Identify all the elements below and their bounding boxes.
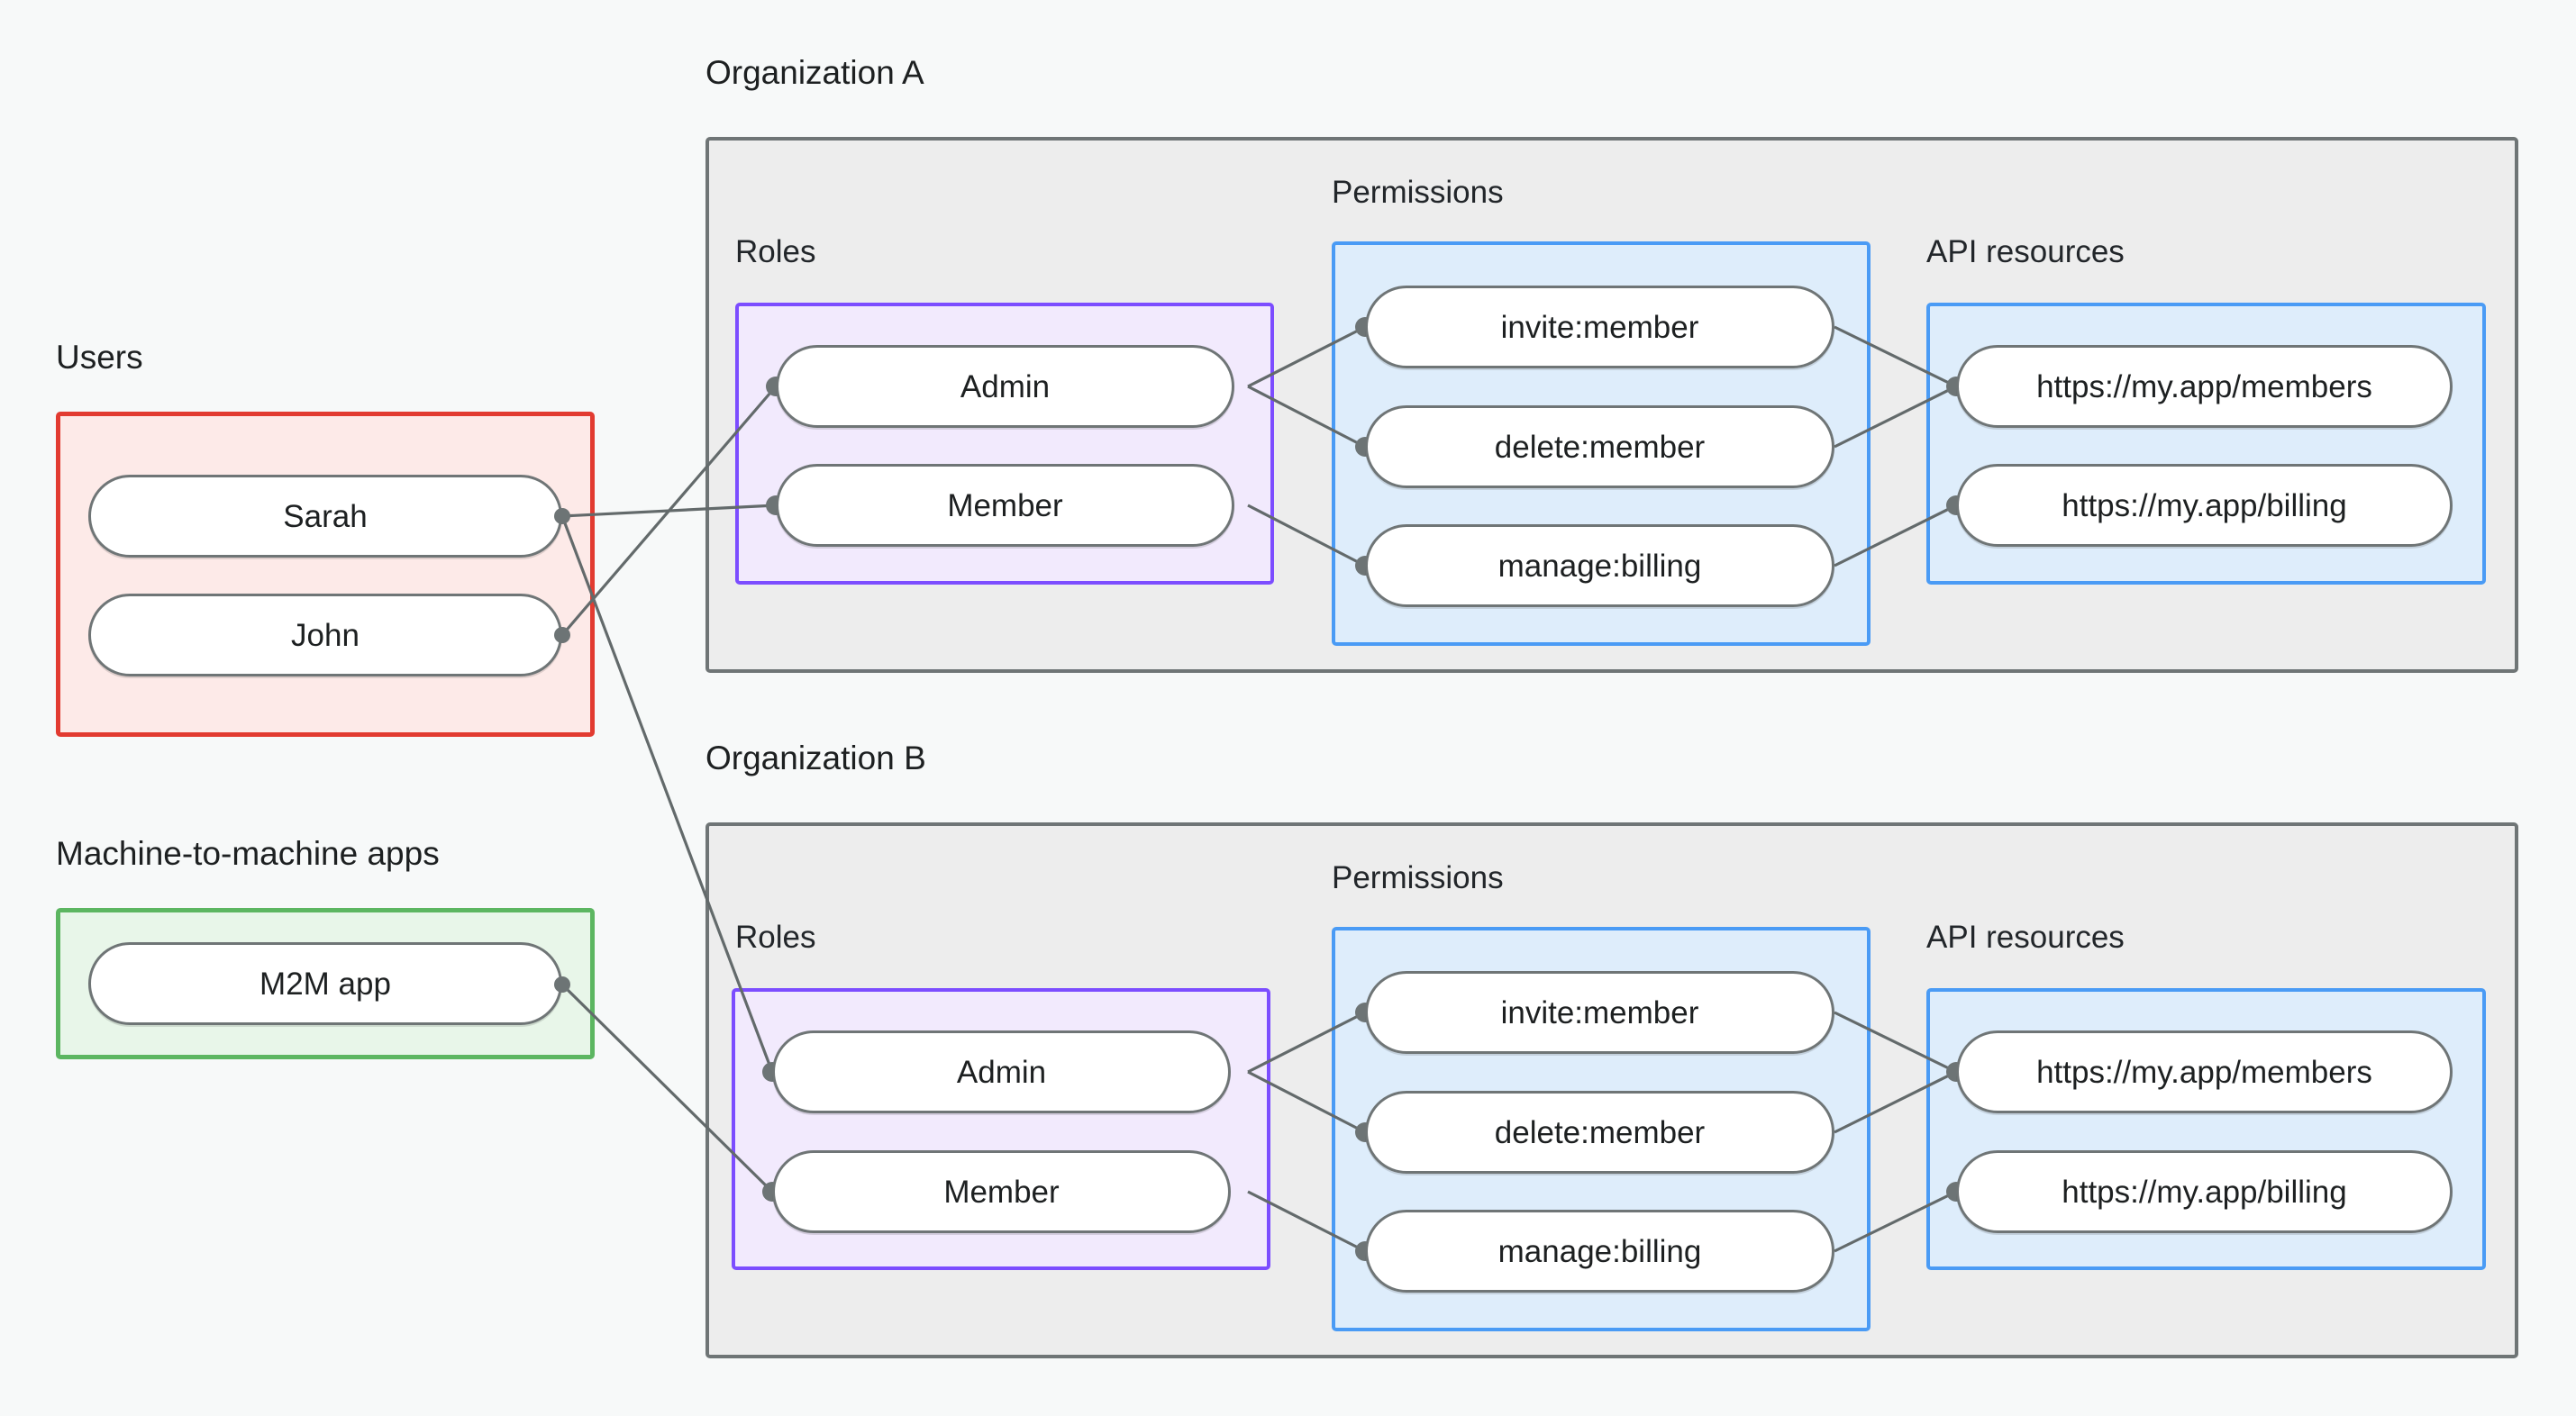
orgB-role-admin-label: Admin xyxy=(956,1054,1047,1090)
users-title: Users xyxy=(56,339,143,376)
orgA-role-admin[interactable]: Admin xyxy=(776,345,1234,428)
users-container xyxy=(56,412,595,737)
orgB-role-admin[interactable]: Admin xyxy=(772,1030,1231,1113)
orgB-api-resource-billing-label: https://my.app/billing xyxy=(2062,1174,2347,1210)
orgA-api-resource-members[interactable]: https://my.app/members xyxy=(1956,345,2453,428)
orgA-permission-delete-member[interactable]: delete:member xyxy=(1365,405,1834,488)
orgB-api-resource-members-label: https://my.app/members xyxy=(2036,1054,2372,1090)
orgB-permission-delete-member-label: delete:member xyxy=(1494,1114,1706,1150)
orgA-permission-delete-member-label: delete:member xyxy=(1494,429,1706,465)
m2m-title: Machine-to-machine apps xyxy=(56,835,440,872)
orgA-role-admin-label: Admin xyxy=(960,368,1051,404)
user-john-label: John xyxy=(291,617,360,653)
orgB-api-resource-members[interactable]: https://my.app/members xyxy=(1956,1030,2453,1113)
orgB-permission-invite-member[interactable]: invite:member xyxy=(1365,971,1834,1054)
user-sarah[interactable]: Sarah xyxy=(88,475,562,558)
orgB-permission-invite-member-label: invite:member xyxy=(1500,994,1699,1030)
orgA-role-member[interactable]: Member xyxy=(776,464,1234,547)
orgA-api-resource-billing[interactable]: https://my.app/billing xyxy=(1956,464,2453,547)
orgB-role-member[interactable]: Member xyxy=(772,1150,1231,1233)
user-john[interactable]: John xyxy=(88,594,562,676)
orgA-api-resources-title: API resources xyxy=(1926,234,2125,269)
orgB-api-resource-billing[interactable]: https://my.app/billing xyxy=(1956,1150,2453,1233)
orgA-permissions-title: Permissions xyxy=(1332,175,1504,210)
orgA-permission-invite-member[interactable]: invite:member xyxy=(1365,286,1834,368)
orgB-permission-delete-member[interactable]: delete:member xyxy=(1365,1091,1834,1174)
organization-a-title: Organization A xyxy=(705,54,924,91)
orgA-permission-invite-member-label: invite:member xyxy=(1500,309,1699,345)
orgA-api-resource-billing-label: https://my.app/billing xyxy=(2062,487,2347,523)
orgA-api-resource-members-label: https://my.app/members xyxy=(2036,368,2372,404)
orgA-permission-manage-billing-label: manage:billing xyxy=(1497,548,1702,584)
m2m-app-label: M2M app xyxy=(259,966,391,1002)
orgB-api-resources-title: API resources xyxy=(1926,920,2125,955)
orgB-role-member-label: Member xyxy=(943,1174,1060,1210)
m2m-app[interactable]: M2M app xyxy=(88,942,562,1025)
orgB-permission-manage-billing[interactable]: manage:billing xyxy=(1365,1210,1834,1293)
orgA-permission-manage-billing[interactable]: manage:billing xyxy=(1365,524,1834,607)
orgB-permission-manage-billing-label: manage:billing xyxy=(1497,1233,1702,1269)
user-sarah-label: Sarah xyxy=(283,498,368,534)
orgB-roles-title: Roles xyxy=(735,920,816,955)
orgB-permissions-title: Permissions xyxy=(1332,860,1504,895)
orgA-role-member-label: Member xyxy=(947,487,1063,523)
organization-b-title: Organization B xyxy=(705,740,926,776)
orgA-roles-title: Roles xyxy=(735,234,816,269)
